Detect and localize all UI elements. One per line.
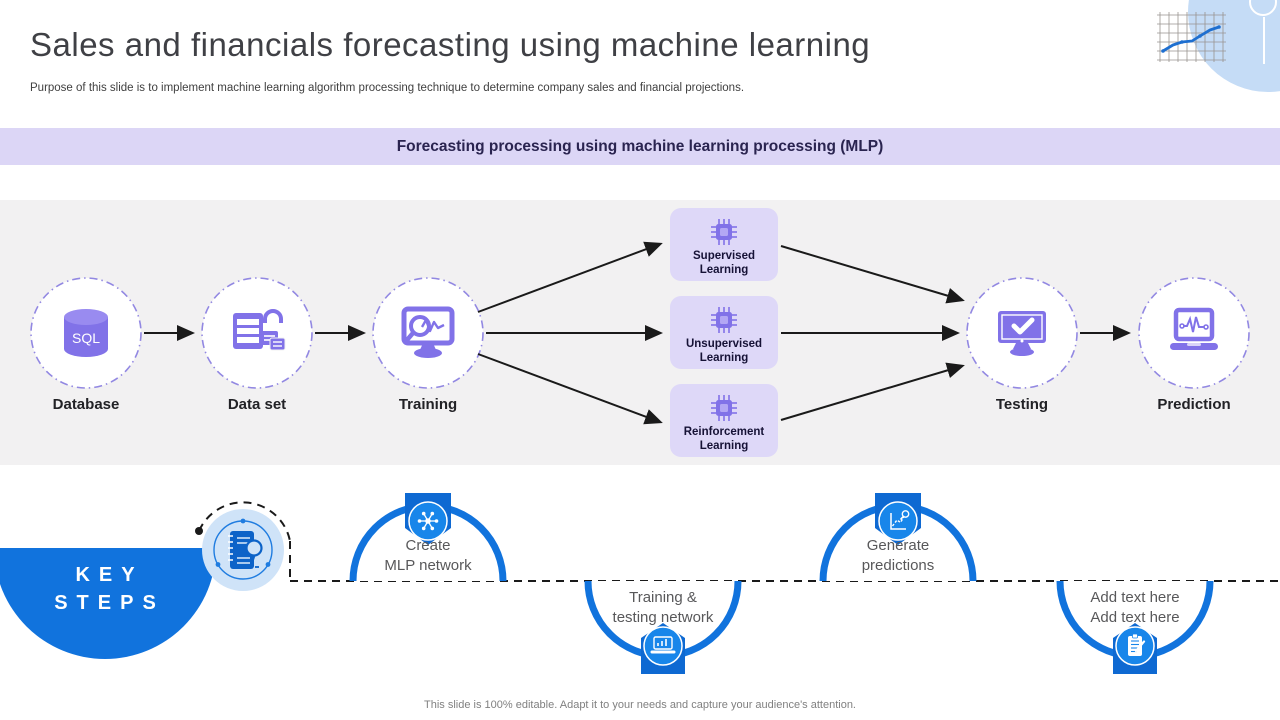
step-4-label: Add text here Add text here [1090,589,1180,626]
branch-supervised-learning: Supervised Learning [670,208,778,281]
key-steps-heading-line1: KEY [75,564,144,586]
step-3-label: Generate predictions [861,537,935,574]
branch-reinforcement-learning: Reinforcement Learning [670,384,778,457]
key-steps-heading-line2: STEPS [54,592,165,614]
branch-label: Supervised Learning [693,250,755,276]
prediction-laptop-icon [1170,307,1218,350]
connector-start-dot [195,527,203,535]
dashed-node-circles [30,277,1250,389]
flow-arrows-and-circles [30,241,1250,425]
dashed-connector [198,501,1280,582]
flow-arrows [144,241,1131,425]
clipboard-pen-icon [1113,623,1157,674]
slide-subtitle: Purpose of this slide is to implement ma… [30,82,745,94]
network-hub-icon [405,493,451,545]
section-banner: Forecasting processing using machine lea… [0,128,1280,165]
chip-icon [711,395,737,421]
notebook-magnifier-icon [202,509,284,591]
chip-icon [711,219,737,245]
top-right-decoration [1157,0,1280,92]
flow-diagram: SQL [0,200,1280,465]
section-banner-text: Forecasting processing using machine lea… [396,138,884,155]
branch-unsupervised-learning: Unsupervised Learning [670,296,778,369]
laptop-chart-icon [641,623,685,674]
white-ring-shape [1249,0,1277,16]
node-label-database: Database [52,396,120,413]
branch-label: Unsupervised Learning [685,338,763,364]
branch-label: Reinforcement Learning [683,426,765,452]
key-steps-section: KEY STEPS Create [0,478,1280,690]
chart-magnifier-icon [875,493,921,545]
node-label-training: Training [398,396,458,413]
step-1-label: Create MLP network [384,537,472,574]
page-title: Sales and financials forecasting using m… [30,26,871,63]
database-sql-icon: SQL [64,309,108,357]
blue-circle-shape [1188,0,1280,92]
key-steps-graphics [195,493,1280,674]
chip-icon [711,307,737,333]
testing-monitor-icon [998,311,1046,356]
sql-label: SQL [72,330,100,346]
footer-note: This slide is 100% editable. Adapt it to… [424,699,856,711]
dataset-icon [233,309,286,351]
node-label-dataset: Data set [227,396,287,413]
node-label-prediction: Prediction [1157,396,1231,413]
node-label-testing: Testing [995,396,1049,413]
step-2-label: Training & testing network [612,589,714,626]
training-monitor-icon [401,306,455,358]
trend-chart-icon [1157,12,1226,62]
